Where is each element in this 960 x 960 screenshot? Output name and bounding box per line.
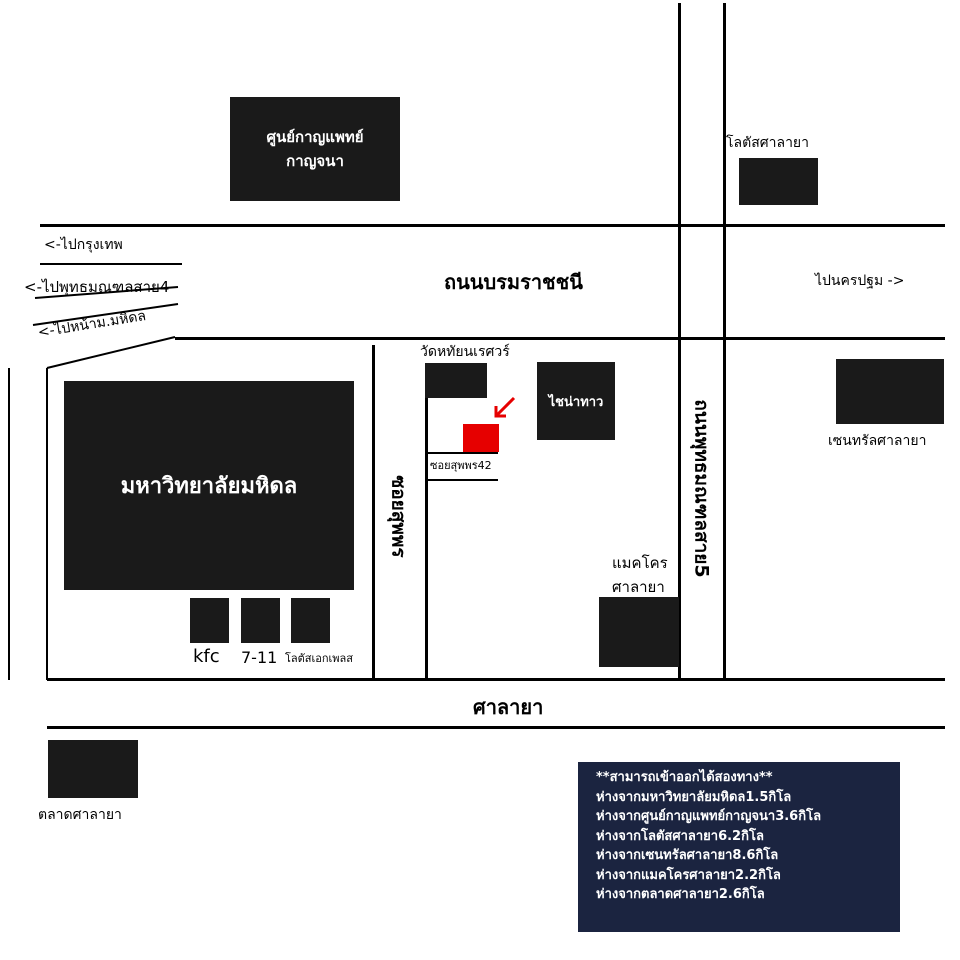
kfc-label: kfc <box>193 646 220 667</box>
chainam-label: ไชน่าทาว <box>548 394 604 410</box>
market-block <box>48 740 138 798</box>
info-line-hospital: ห่างจากศูนย์กาญแพทย์กาญจนา3.6กิโล <box>596 809 822 824</box>
main-road-bottom-edge <box>175 337 945 340</box>
hospital-label: ศูนย์กาญแพทย์ กาญจนา <box>266 128 364 170</box>
to-phutthamonthon4-label: <-ไปพุทธมณฑลสาย4 <box>24 278 170 296</box>
lotus-salaya-block <box>739 158 818 205</box>
lotus-express-block <box>291 598 330 643</box>
vertical-road-left-edge <box>678 3 681 680</box>
makro-block <box>599 597 679 667</box>
info-line-access: **สามารถเข้าออกได้สองทาง** <box>596 770 773 785</box>
main-road-top-edge <box>40 224 945 227</box>
vertical-road-right-edge <box>723 3 726 680</box>
chainam-block <box>537 362 615 440</box>
soi42-bottom-edge <box>428 479 498 481</box>
campus-left-edge <box>46 368 48 680</box>
pointer-arrow-icon <box>494 396 516 418</box>
soi-right-edge <box>425 392 428 680</box>
info-line-market: ห่างจากตลาดศาลายา2.6กิโล <box>596 887 765 902</box>
left-boundary-line <box>8 368 10 680</box>
info-line-makro: ห่างจากแมคโครศาลายา2.2กิโล <box>596 867 781 883</box>
temple-block <box>425 363 487 398</box>
info-line-mahidol: ห่างจากมหาวิทยาลัยมหิดล1.5กิโล <box>596 789 792 805</box>
info-line-lotus: ห่างจากโลตัสศาลายา6.2กิโล <box>596 828 764 844</box>
to-bangkok-label: <-ไปกรุงเทพ <box>44 237 123 253</box>
soi42-top-edge <box>428 452 498 454</box>
bottom-road-top-edge <box>47 678 945 681</box>
central-block <box>836 359 944 424</box>
temple-label: วัดหทัยนเรศวร์ <box>420 344 510 360</box>
seven-eleven-label: 7-11 <box>241 648 278 667</box>
kfc-block <box>190 598 229 643</box>
info-box: **สามารถเข้าออกได้สองทาง** ห่างจากมหาวิท… <box>578 762 900 932</box>
info-line-central: ห่างจากเซนทรัลศาลายา8.6กิโล <box>596 848 779 863</box>
bottom-road-bottom-edge <box>47 726 945 729</box>
lotus-salaya-label: โลตัสศาลายา <box>726 135 809 151</box>
to-nakhon-pathom-label: ไปนครปฐม -> <box>815 273 905 289</box>
soi-label: ซอยสุพพร <box>387 475 410 558</box>
soi-left-edge <box>372 345 375 680</box>
central-label: เซนทรัลศาลายา <box>828 433 927 449</box>
mahidol-block <box>64 381 354 590</box>
lotus-express-label: โลตัสเอกเพลส <box>285 652 353 665</box>
market-label: ตลาดศาลายา <box>38 807 122 823</box>
vertical-road-label: ถนนพุทธมณฑลสาย5 <box>690 399 713 578</box>
makro-label: แมคโคร ศาลายา <box>612 554 668 596</box>
seven-eleven-block <box>241 598 280 643</box>
destination-marker <box>463 424 499 452</box>
bottom-road-label: ศาลายา <box>473 695 544 719</box>
hospital-block <box>230 97 400 201</box>
soi42-label: ซอยสุพพร42 <box>430 459 492 472</box>
mahidol-label: มหาวิทยาลัยมหิดล <box>120 474 298 499</box>
main-road-label: ถนนบรมราชชนี <box>444 270 583 294</box>
